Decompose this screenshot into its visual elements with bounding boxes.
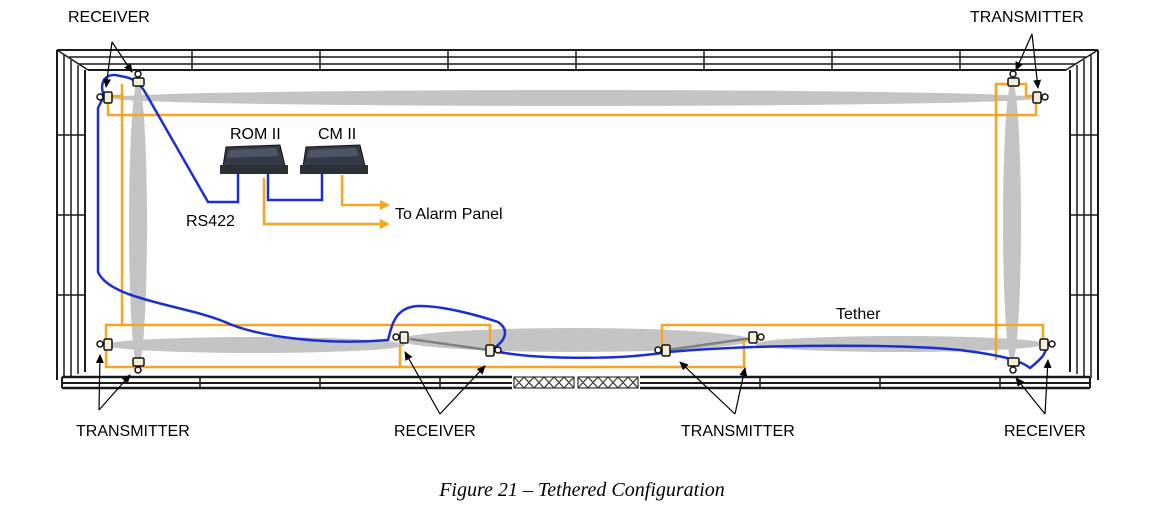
sensor-head-icon bbox=[748, 331, 765, 344]
sensor-head-icon bbox=[132, 357, 145, 374]
cm-module bbox=[300, 144, 368, 174]
beam-right bbox=[1003, 82, 1021, 362]
label-transmitter-bottom-left: TRANSMITTER bbox=[76, 423, 190, 440]
beam-top bbox=[110, 90, 1040, 106]
alarm-arrows bbox=[380, 200, 390, 229]
gate-icon bbox=[513, 376, 639, 389]
sensor-head-icon bbox=[392, 331, 409, 344]
sensor-head-icon bbox=[96, 91, 113, 104]
label-transmitter-bottom-mid-right: TRANSMITTER bbox=[681, 423, 795, 440]
sensor-head-icon bbox=[96, 338, 113, 351]
label-cm-ii: CM II bbox=[318, 126, 356, 143]
label-rs422: RS422 bbox=[186, 213, 235, 230]
sensor-head-icon bbox=[485, 344, 502, 357]
sensor-head-icon bbox=[1007, 70, 1020, 87]
label-to-alarm-panel: To Alarm Panel bbox=[395, 206, 503, 223]
control-module-icon bbox=[220, 144, 288, 174]
beam-links bbox=[409, 336, 753, 352]
sensor-head-icon bbox=[654, 344, 671, 357]
rom-module bbox=[220, 144, 288, 174]
control-module-icon bbox=[300, 144, 368, 174]
label-tether: Tether bbox=[836, 306, 881, 323]
sensor-head-icon bbox=[1032, 91, 1049, 104]
label-receiver-bottom-mid-left: RECEIVER bbox=[394, 423, 476, 440]
label-receiver-bottom-right: RECEIVER bbox=[1004, 423, 1086, 440]
sensor-head-icon bbox=[132, 70, 145, 87]
beam-bottom-right bbox=[755, 336, 1045, 352]
label-receiver-top-left: RECEIVER bbox=[68, 9, 150, 26]
sensors bbox=[96, 70, 1056, 374]
sensor-head-icon bbox=[1007, 357, 1020, 374]
perimeter-wall bbox=[56, 49, 1099, 390]
sensor-head-icon bbox=[1039, 338, 1056, 351]
beam-bottom-mid bbox=[400, 328, 750, 352]
beam-bottom-left bbox=[105, 337, 405, 353]
callout-arrows bbox=[95, 33, 1052, 415]
figure-caption: Figure 21 – Tethered Configuration bbox=[438, 479, 725, 501]
label-transmitter-top-right: TRANSMITTER bbox=[970, 9, 1084, 26]
label-rom-ii: ROM II bbox=[230, 126, 281, 143]
